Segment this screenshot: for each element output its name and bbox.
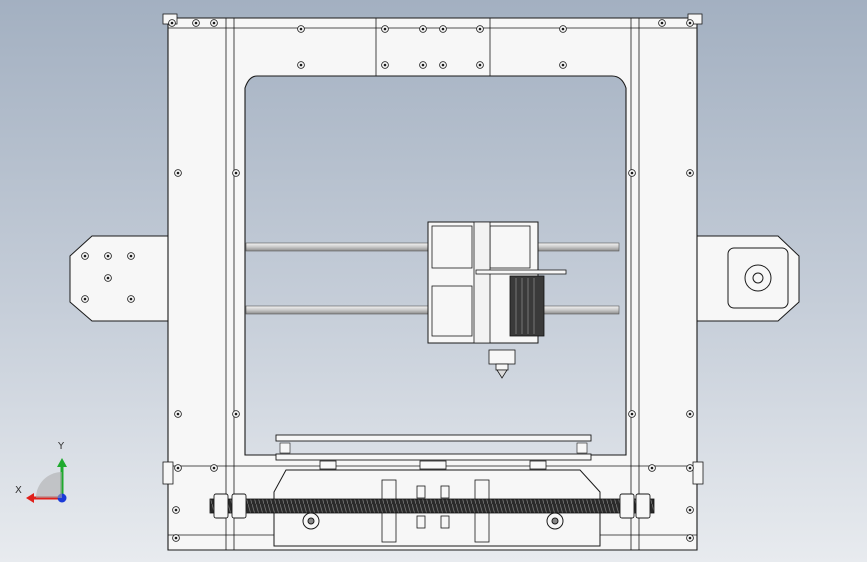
bolt-center: [630, 171, 634, 175]
bolt-center: [421, 63, 425, 67]
left-motor-bracket: [69, 235, 169, 322]
bolt-center: [688, 508, 692, 512]
bolt-center: [106, 276, 110, 280]
bolt-center: [194, 21, 198, 25]
bolt-center: [421, 27, 425, 31]
x-carriage: [427, 221, 567, 344]
bolt-center: [441, 27, 445, 31]
x-axis-arrowhead: [26, 493, 34, 503]
bolt-center: [129, 254, 133, 258]
bolt-center: [688, 21, 692, 25]
y-axis-label: Y: [58, 441, 65, 452]
hotend-nozzle: [488, 349, 516, 379]
bolt-center: [83, 254, 87, 258]
bolt-center: [688, 536, 692, 540]
bolt-center: [383, 27, 387, 31]
bolt-center: [660, 21, 664, 25]
x-axis-label: X: [15, 485, 22, 496]
bolt-center: [441, 63, 445, 67]
bolt-center: [234, 171, 238, 175]
heated-bed: [275, 434, 592, 470]
bolt-center: [299, 27, 303, 31]
bolt-center: [299, 63, 303, 67]
bolt-center: [129, 297, 133, 301]
stepper-motor: [727, 247, 789, 309]
bolt-center: [212, 21, 216, 25]
bolt-center: [176, 466, 180, 470]
y-axis-arrowhead: [57, 458, 67, 467]
bolt-center: [561, 27, 565, 31]
bolt-center: [561, 63, 565, 67]
bolt-center: [106, 254, 110, 258]
bolt-center: [478, 63, 482, 67]
bolt-center: [170, 21, 174, 25]
bolt-center: [688, 412, 692, 416]
bolt-center: [176, 412, 180, 416]
threaded-rod: [209, 493, 655, 530]
bolt-center: [176, 171, 180, 175]
bolt-center: [234, 412, 238, 416]
bolt-center: [212, 466, 216, 470]
bolt-center: [383, 63, 387, 67]
bolt-center: [174, 508, 178, 512]
bolt-center: [174, 536, 178, 540]
axis-triad: [26, 458, 67, 503]
bolt-center: [650, 466, 654, 470]
bolt-center: [630, 412, 634, 416]
bolt-center: [83, 297, 87, 301]
bolt-center: [688, 466, 692, 470]
bolt-center: [688, 171, 692, 175]
bolt-center: [478, 27, 482, 31]
